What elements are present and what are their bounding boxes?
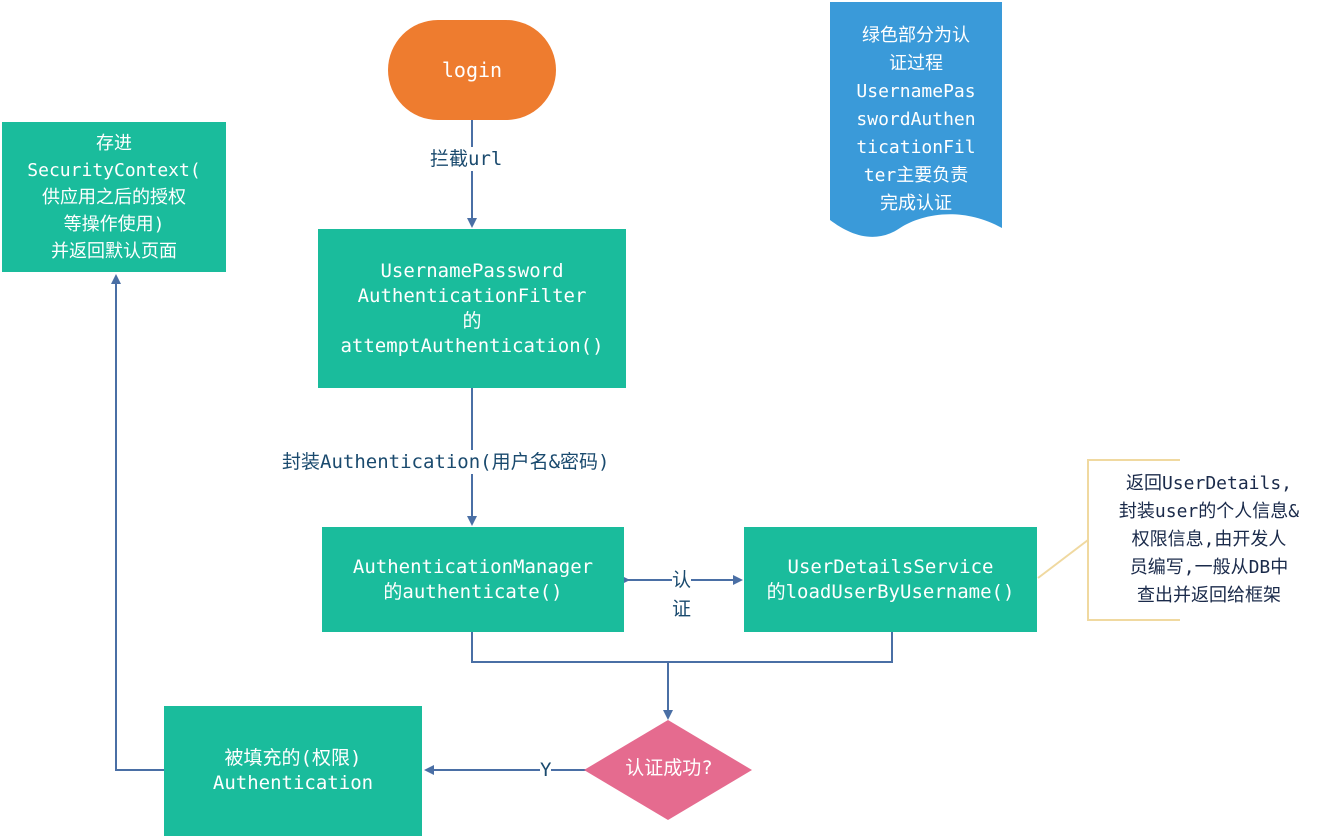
manager-line: AuthenticationManager	[352, 555, 594, 578]
callout-leader	[1037, 539, 1089, 579]
auth-label-top: 认	[672, 568, 692, 592]
note-line: ter主要负责	[863, 165, 969, 186]
manager-line: 的authenticate()	[383, 580, 563, 603]
intercept-label: 拦截url	[430, 147, 503, 171]
login-label: login	[441, 58, 503, 82]
auth-label-bottom: 证	[672, 598, 692, 620]
note-line: 证过程	[889, 53, 943, 74]
note-line: 绿色部分为认	[862, 25, 970, 46]
context-line: 存进	[96, 132, 132, 154]
context-line: 供应用之后的授权	[42, 186, 186, 208]
note-line: 完成认证	[880, 193, 952, 214]
filter-line: 的	[462, 309, 482, 332]
callout-line: 权限信息,由开发人	[1131, 529, 1287, 550]
filter-line: AuthenticationFilter	[357, 284, 587, 307]
filter-line: UsernamePassword	[380, 259, 564, 282]
edge-merge	[471, 632, 893, 663]
context-line: 并返回默认页面	[51, 240, 177, 262]
edge-filled-context	[111, 274, 164, 771]
filled-line: Authentication	[212, 772, 374, 794]
security-context-node: 存进 SecurityContext( 供应用之后的授权 等操作使用) 并返回默…	[2, 122, 226, 272]
service-line: UserDetailsService	[787, 555, 994, 578]
context-line: SecurityContext(	[27, 159, 201, 181]
service-line: 的loadUserByUsername()	[766, 580, 1015, 603]
note-shape	[830, 2, 1002, 237]
user-details-service-node: UserDetailsService 的loadUserByUsername()	[744, 527, 1037, 632]
user-details-callout: 返回UserDetails, 封装user的个人信息& 权限信息,由开发人 员编…	[1098, 470, 1320, 610]
yes-label: Y	[540, 758, 552, 782]
note-line: swordAuthen	[856, 109, 976, 130]
callout-line: 查出并返回给框架	[1137, 585, 1281, 606]
filled-authentication-node: 被填充的(权限) Authentication	[164, 706, 422, 836]
decision-diamond	[584, 720, 752, 820]
auth-manager-node: AuthenticationManager 的authenticate()	[322, 527, 624, 632]
context-line: 等操作使用)	[63, 213, 165, 235]
login-start-node: login	[388, 20, 556, 120]
filled-line: 被填充的(权限)	[224, 747, 362, 769]
callout-line: 返回UserDetails,	[1125, 473, 1293, 494]
filter-line: attemptAuthentication()	[340, 334, 604, 357]
process-note: 绿色部分为认 证过程 UsernamePas swordAuthen ticat…	[830, 22, 1002, 218]
filter-node: UsernamePassword AuthenticationFilter 的 …	[318, 229, 626, 388]
callout-line: 员编写,一般从DB中	[1129, 557, 1289, 578]
note-line: ticationFil	[856, 137, 976, 158]
note-line: UsernamePas	[856, 81, 976, 102]
callout-line: 封装user的个人信息&	[1118, 501, 1300, 522]
wrap-auth-label: 封装Authentication(用户名&密码)	[282, 450, 610, 474]
decision-label: 认证成功?	[625, 757, 713, 779]
